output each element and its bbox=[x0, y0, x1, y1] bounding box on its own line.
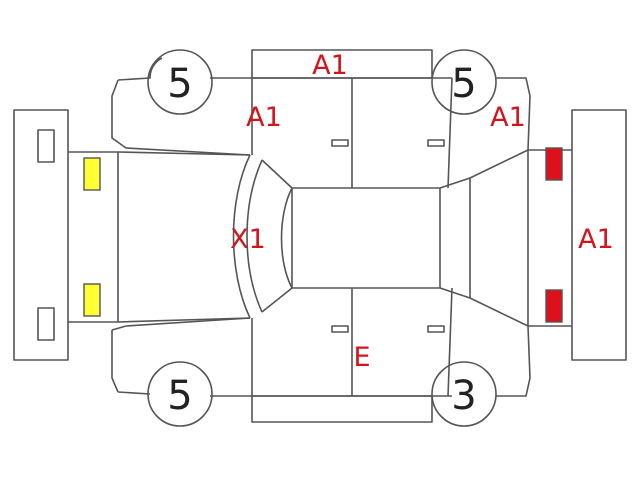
tire-front-left-grade: 5 bbox=[167, 61, 192, 107]
tire-rear-right-grade: 3 bbox=[451, 373, 476, 419]
rear-bumper bbox=[571, 109, 627, 361]
tire-rear-left: 5 bbox=[147, 361, 213, 427]
taillight-upper bbox=[545, 147, 563, 181]
damage-code-right-rear-quarter: A1 bbox=[490, 102, 526, 133]
lower-side-profile bbox=[111, 287, 531, 423]
damage-code-windshield: X1 bbox=[230, 224, 266, 255]
roof bbox=[280, 187, 441, 289]
tire-front-right-grade: 5 bbox=[451, 61, 476, 107]
tire-rear-left-grade: 5 bbox=[167, 373, 192, 419]
front-bumper bbox=[13, 109, 69, 361]
damage-code-lower-side-door: E bbox=[353, 342, 370, 373]
tire-rear-right: 3 bbox=[431, 361, 497, 427]
rear-window bbox=[439, 149, 572, 327]
tire-front-right: 5 bbox=[431, 49, 497, 115]
damage-code-roof-top: A1 bbox=[312, 50, 348, 81]
taillight-lower bbox=[545, 289, 563, 323]
headlight-lower bbox=[83, 283, 101, 317]
damage-code-left-front-door: A1 bbox=[246, 102, 282, 133]
damage-code-rear-bumper: A1 bbox=[578, 224, 614, 255]
windshield bbox=[232, 154, 293, 319]
tire-front-left: 5 bbox=[147, 49, 213, 115]
headlight-upper bbox=[83, 157, 101, 191]
